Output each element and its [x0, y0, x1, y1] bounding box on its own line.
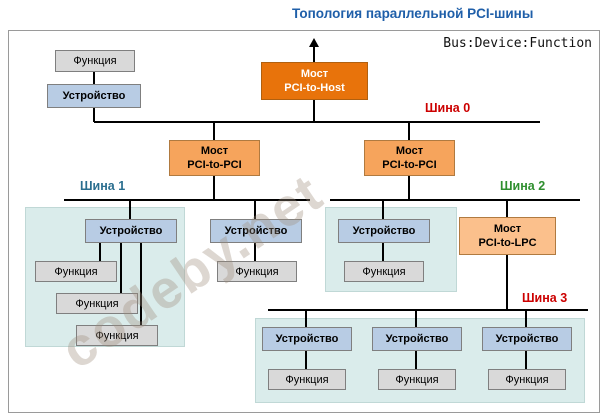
connector-line — [305, 351, 307, 369]
lpc-bridge-box: Мост PCI-to-LPC — [459, 217, 556, 255]
connector-line — [99, 243, 101, 261]
pci-bridge-1-word: Мост — [200, 144, 229, 157]
bus3-device-3-box: Устройство — [482, 327, 572, 351]
connector-line — [140, 243, 142, 325]
lpc-bridge-type: PCI-to-LPC — [478, 237, 537, 249]
connector-line — [213, 176, 215, 200]
host-bridge-word: Мост — [300, 67, 329, 80]
connector-line — [408, 176, 410, 200]
connector-line — [93, 108, 95, 122]
lpc-bridge-word: Мост — [493, 222, 522, 235]
pci-bridge-1-box: Мост PCI-to-PCI — [169, 140, 260, 176]
arrow-up-icon — [309, 38, 319, 47]
connector-line — [415, 351, 417, 369]
bus1-label: Шина 1 — [80, 179, 126, 193]
pci-bridge-1-type: PCI-to-PCI — [187, 159, 242, 171]
connector-line — [408, 122, 410, 140]
bus3-device-1-box: Устройство — [262, 327, 352, 351]
connector-line — [313, 100, 315, 122]
page-title: Топология параллельной PCI-шины — [292, 6, 534, 21]
connector-line — [415, 310, 417, 327]
bus2-label: Шина 2 — [500, 179, 546, 193]
connector-line — [382, 200, 384, 219]
connector-line — [254, 243, 256, 261]
host-bridge-box: Мост PCI-to-Host — [261, 62, 368, 100]
pci-bridge-2-type: PCI-to-PCI — [382, 159, 437, 171]
bus3-device-2-box: Устройство — [372, 327, 462, 351]
connector-line — [120, 243, 122, 293]
bus2-device-1-box: Устройство — [338, 219, 430, 243]
connector-line — [382, 243, 384, 261]
connector-line — [129, 200, 131, 219]
connector-line — [525, 351, 527, 369]
bus1-line — [64, 199, 310, 201]
host-bridge-type: PCI-to-Host — [284, 82, 345, 94]
pci-bridge-2-word: Мост — [395, 144, 424, 157]
bus1-device-1-function-2-box: Функция — [56, 293, 138, 314]
bus2-device-1-function-box: Функция — [344, 261, 424, 282]
bus-device-function-note: Bus:Device:Function — [443, 36, 592, 51]
connector-line — [93, 72, 95, 84]
bus0-label: Шина 0 — [425, 101, 471, 115]
root-function-box: Функция — [55, 50, 135, 72]
bus1-device-1-function-1-box: Функция — [35, 261, 117, 282]
connector-line — [213, 122, 215, 140]
bus1-device-1-function-3-box: Функция — [76, 325, 158, 346]
connector-line — [254, 200, 256, 219]
root-device-box: Устройство — [47, 84, 141, 108]
connector-line — [305, 310, 307, 327]
bus3-label: Шина 3 — [522, 291, 568, 305]
bus1-device-2-box: Устройство — [210, 219, 302, 243]
connector-line — [506, 200, 508, 217]
connector-line — [525, 310, 527, 327]
bus3-device-3-function-box: Функция — [488, 369, 566, 390]
bus2-line — [330, 199, 580, 201]
bus1-device-2-function-box: Функция — [217, 261, 297, 282]
bus0-line — [94, 121, 540, 123]
connector-line — [313, 46, 315, 62]
connector-line — [506, 255, 508, 310]
bus3-device-1-function-box: Функция — [268, 369, 346, 390]
bus3-line — [268, 309, 588, 311]
bus1-device-1-box: Устройство — [85, 219, 177, 243]
pci-bridge-2-box: Мост PCI-to-PCI — [364, 140, 455, 176]
bus3-device-2-function-box: Функция — [378, 369, 456, 390]
